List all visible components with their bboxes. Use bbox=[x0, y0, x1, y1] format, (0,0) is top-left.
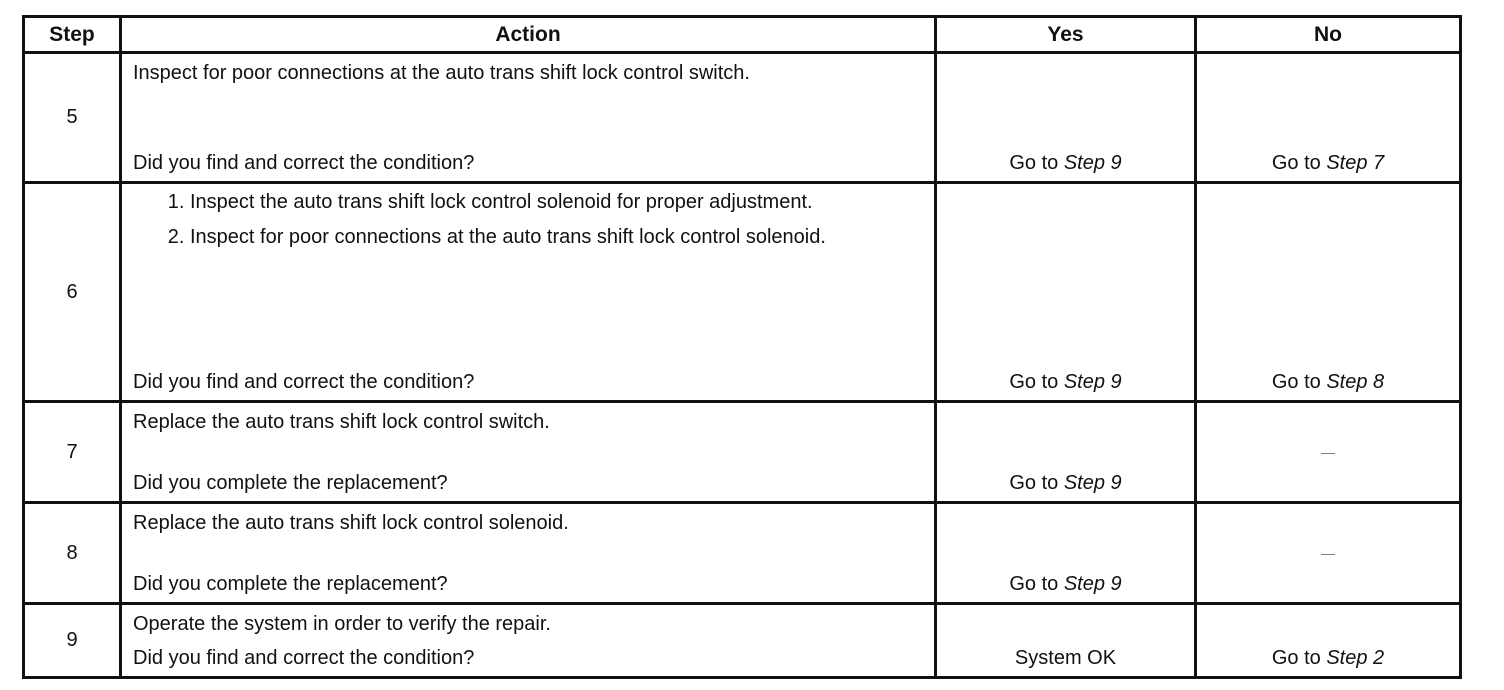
yes-prefix: Go to bbox=[1009, 371, 1064, 393]
table-row: 8 Replace the auto trans shift lock cont… bbox=[22, 501, 1462, 605]
yes-outcome: Go to Step 9 bbox=[937, 573, 1194, 596]
yes-cell: Go to Step 9 bbox=[934, 51, 1197, 184]
diagnostic-table: Step Action Yes No 5 Inspect for poor co… bbox=[22, 15, 1462, 679]
no-cell: Go to Step 2 bbox=[1194, 602, 1462, 679]
yes-step-ref: Step 9 bbox=[1063, 573, 1122, 595]
no-prefix: Go to bbox=[1271, 371, 1327, 393]
action-question: Did you complete the replacement? bbox=[133, 573, 448, 595]
action-text: Replace the auto trans shift lock contro… bbox=[133, 411, 550, 433]
action-question: Did you find and correct the condition? bbox=[133, 371, 475, 393]
step-number: 6 bbox=[22, 181, 122, 403]
no-step-ref: Step 8 bbox=[1326, 371, 1385, 393]
yes-outcome: Go to Step 9 bbox=[937, 472, 1194, 495]
yes-cell: Go to Step 9 bbox=[934, 400, 1197, 504]
list-item: Inspect the auto trans shift lock contro… bbox=[190, 190, 900, 215]
table-row: 7 Replace the auto trans shift lock cont… bbox=[22, 400, 1462, 504]
yes-cell: Go to Step 9 bbox=[934, 181, 1197, 403]
action-cell: Operate the system in order to verify th… bbox=[119, 602, 937, 679]
no-outcome: Go to Step 7 bbox=[1197, 152, 1459, 175]
no-step-ref: Step 2 bbox=[1326, 647, 1385, 669]
no-cell: — bbox=[1194, 501, 1462, 605]
action-text: Inspect for poor connections at the auto… bbox=[133, 62, 750, 84]
table-row: 9 Operate the system in order to verify … bbox=[22, 602, 1462, 679]
no-outcome-dash: — bbox=[1321, 545, 1335, 561]
step-number: 7 bbox=[22, 400, 122, 504]
action-cell: Inspect for poor connections at the auto… bbox=[119, 51, 937, 184]
no-outcome-dash: — bbox=[1321, 444, 1335, 460]
step-number: 9 bbox=[22, 602, 122, 679]
list-item: Inspect for poor connections at the auto… bbox=[190, 225, 900, 250]
no-cell: Go to Step 7 bbox=[1194, 51, 1462, 184]
yes-outcome: Go to Step 9 bbox=[937, 152, 1194, 175]
no-cell: Go to Step 8 bbox=[1194, 181, 1462, 403]
header-row: Step Action Yes No bbox=[22, 15, 1462, 54]
action-cell: Replace the auto trans shift lock contro… bbox=[119, 501, 937, 605]
action-question: Did you complete the replacement? bbox=[133, 472, 448, 494]
step-number: 5 bbox=[22, 51, 122, 184]
header-step: Step bbox=[22, 15, 122, 54]
action-question: Did you find and correct the condition? bbox=[133, 152, 475, 174]
header-action: Action bbox=[119, 15, 937, 54]
no-outcome: Go to Step 8 bbox=[1197, 371, 1459, 394]
header-yes: Yes bbox=[934, 15, 1197, 54]
no-outcome: Go to Step 2 bbox=[1197, 647, 1459, 670]
yes-prefix: Go to bbox=[1009, 152, 1064, 174]
yes-step-ref: Step 9 bbox=[1063, 472, 1122, 494]
yes-cell: Go to Step 9 bbox=[934, 501, 1197, 605]
yes-prefix: Go to bbox=[1009, 573, 1064, 595]
action-cell: Replace the auto trans shift lock contro… bbox=[119, 400, 937, 504]
action-text: Replace the auto trans shift lock contro… bbox=[133, 512, 569, 534]
no-prefix: Go to bbox=[1271, 152, 1327, 174]
action-list: Inspect the auto trans shift lock contro… bbox=[158, 190, 900, 260]
table-row: 5 Inspect for poor connections at the au… bbox=[22, 51, 1462, 184]
no-cell: — bbox=[1194, 400, 1462, 504]
header-no: No bbox=[1194, 15, 1462, 54]
action-cell: Inspect the auto trans shift lock contro… bbox=[119, 181, 937, 403]
action-question: Did you find and correct the condition? bbox=[133, 647, 475, 669]
table-row: 6 Inspect the auto trans shift lock cont… bbox=[22, 181, 1462, 403]
yes-cell: System OK bbox=[934, 602, 1197, 679]
action-text: Operate the system in order to verify th… bbox=[133, 613, 551, 635]
no-step-ref: Step 7 bbox=[1326, 152, 1385, 174]
no-prefix: Go to bbox=[1271, 647, 1327, 669]
step-number: 8 bbox=[22, 501, 122, 605]
yes-outcome: System OK bbox=[1014, 647, 1117, 669]
yes-step-ref: Step 9 bbox=[1063, 371, 1122, 393]
yes-outcome: Go to Step 9 bbox=[937, 371, 1194, 394]
yes-step-ref: Step 9 bbox=[1063, 152, 1122, 174]
yes-prefix: Go to bbox=[1009, 472, 1064, 494]
